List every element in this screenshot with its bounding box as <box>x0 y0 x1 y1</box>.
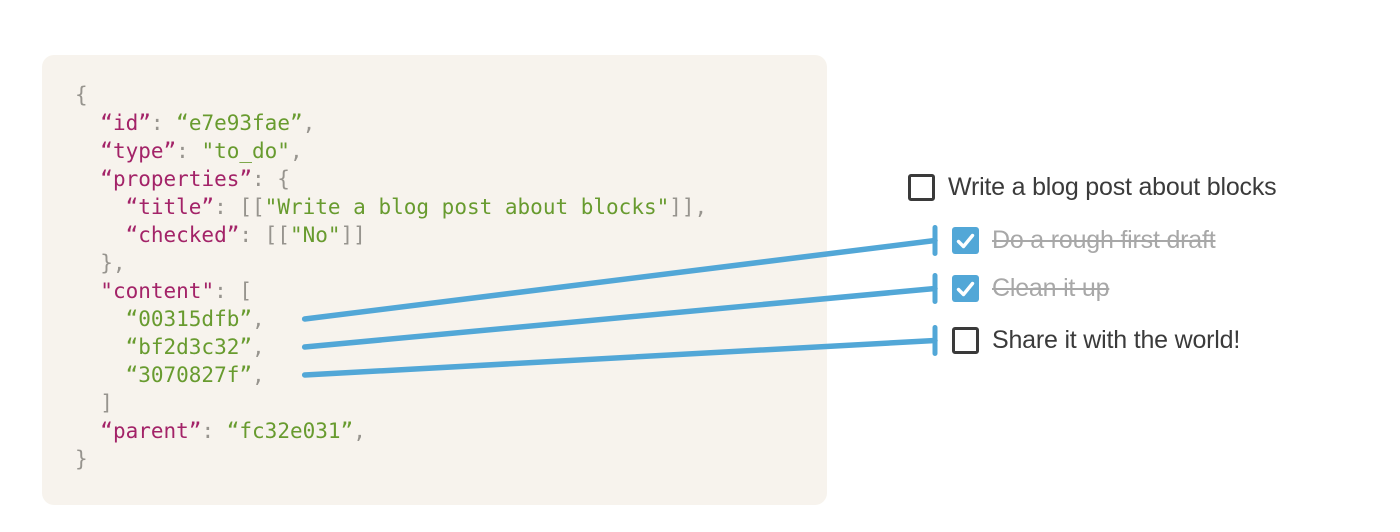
todo-label: Clean it up <box>992 274 1110 302</box>
code-token-pun <box>75 279 100 303</box>
code-token-pun <box>75 363 126 387</box>
code-token-key: "content" <box>100 279 215 303</box>
code-line: “properties”: { <box>75 165 827 193</box>
code-token-pun: , <box>302 111 316 135</box>
code-token-pun: : [ <box>214 279 253 303</box>
code-token-str: “3070827f” <box>125 363 253 387</box>
code-token-pun: ]], <box>669 195 708 219</box>
code-token-pun: , <box>289 139 303 163</box>
code-line: ] <box>75 389 827 417</box>
code-token-str: “00315dfb” <box>125 307 253 331</box>
todo-item[interactable]: Write a blog post about blocks <box>908 173 1277 201</box>
code-token-key: “properties” <box>100 167 253 191</box>
todo-item[interactable]: Do a rough first draft <box>952 226 1216 254</box>
code-token-pun <box>75 223 126 247</box>
checkbox-checked-icon[interactable] <box>952 227 979 254</box>
code-line: "content": [ <box>75 277 827 305</box>
code-token-pun <box>75 111 100 135</box>
code-token-pun <box>75 335 126 359</box>
code-token-pun: : { <box>252 167 290 191</box>
code-token-pun: , <box>252 363 265 387</box>
checkbox-unchecked-icon[interactable] <box>908 174 935 201</box>
checkbox-checked-icon[interactable] <box>952 275 979 302</box>
code-token-str: "to_do" <box>201 139 290 163</box>
code-token-pun: , <box>252 335 265 359</box>
checkmark-icon <box>956 281 975 297</box>
code-token-str: “e7e93fae” <box>176 111 303 135</box>
code-line: “bf2d3c32”, <box>75 333 827 361</box>
code-block: { “id”: “e7e93fae”, “type”: "to_do", “pr… <box>42 55 827 505</box>
code-token-pun: , <box>353 419 366 443</box>
code-line: “parent”: “fc32e031”, <box>75 417 827 445</box>
todo-label: Share it with the world! <box>992 326 1241 354</box>
code-line: { <box>75 81 827 109</box>
code-line: “3070827f”, <box>75 361 827 389</box>
code-token-pun: , <box>252 307 265 331</box>
code-token-key: “parent” <box>100 419 202 443</box>
code-token-pun: ]] <box>340 223 366 247</box>
code-line: “type”: "to_do", <box>75 137 827 165</box>
code-token-str: “bf2d3c32” <box>125 335 253 359</box>
code-token-pun <box>75 167 100 191</box>
code-token-pun: } <box>75 447 88 471</box>
todo-item[interactable]: Clean it up <box>952 274 1110 302</box>
code-token-pun: ] <box>75 391 113 415</box>
code-token-pun: : <box>150 111 177 135</box>
checkmark-icon <box>956 233 975 249</box>
code-token-str: "No" <box>289 223 341 247</box>
code-line: } <box>75 445 827 473</box>
code-token-key: “checked” <box>125 223 240 247</box>
code-token-key: “id” <box>100 111 151 135</box>
code-line: “title”: [["Write a blog post about bloc… <box>75 193 827 221</box>
code-token-key: “title” <box>125 195 215 219</box>
code-token-str: “fc32e031” <box>226 419 354 443</box>
code-token-pun <box>75 307 126 331</box>
code-token-pun: : [[ <box>239 223 290 247</box>
code-token-pun <box>75 419 100 443</box>
code-line: }, <box>75 249 827 277</box>
code-token-pun: : <box>201 419 227 443</box>
todo-label: Do a rough first draft <box>992 226 1216 254</box>
code-token-pun: : [[ <box>214 195 265 219</box>
todo-item[interactable]: Share it with the world! <box>952 326 1241 354</box>
code-token-pun <box>75 195 126 219</box>
checkbox-unchecked-icon[interactable] <box>952 327 979 354</box>
code-token-key: “type” <box>100 139 177 163</box>
code-line: “id”: “e7e93fae”, <box>75 109 827 137</box>
code-line: “00315dfb”, <box>75 305 827 333</box>
code-token-pun <box>75 139 100 163</box>
todo-label: Write a blog post about blocks <box>948 173 1277 201</box>
code-token-pun: }, <box>75 251 126 275</box>
code-token-pun: : <box>176 139 202 163</box>
code-token-pun: { <box>75 83 88 107</box>
code-token-str: "Write a blog post about blocks" <box>264 195 670 219</box>
code-line: “checked”: [["No"]] <box>75 221 827 249</box>
